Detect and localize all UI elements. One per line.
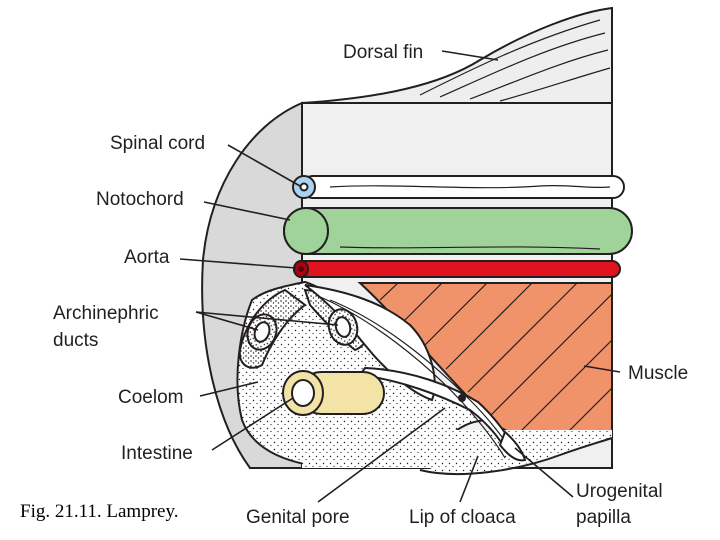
label-urogenital: Urogenital [576, 481, 663, 502]
label-dorsal-fin: Dorsal fin [343, 42, 423, 63]
label-notochord: Notochord [96, 189, 184, 210]
urogenital-papilla [498, 430, 527, 462]
label-lip-of-cloaca: Lip of cloaca [409, 507, 516, 528]
notochord-end [283, 207, 329, 255]
cloaca-region [302, 430, 612, 477]
label-aorta: Aorta [124, 247, 170, 268]
dorsal-fin-rays [419, 19, 611, 102]
label-coelom: Coelom [118, 387, 183, 408]
dorsal-fin-shape [301, 6, 613, 104]
figure-caption: Fig. 21.11. Lamprey. [20, 501, 179, 522]
label-spinal-cord: Spinal cord [110, 133, 205, 154]
label-genital-pore: Genital pore [246, 507, 350, 528]
label-papilla: papilla [576, 507, 631, 528]
right-archinephric-duct [327, 308, 359, 346]
label-intestine: Intestine [121, 443, 193, 464]
leader-lines [179, 50, 621, 503]
label-muscle: Muscle [628, 363, 688, 384]
label-archinephric: Archinephric [53, 303, 159, 324]
label-ducts: ducts [53, 330, 98, 351]
left-archinephric-duct [246, 313, 278, 351]
aorta-tube [293, 260, 621, 278]
